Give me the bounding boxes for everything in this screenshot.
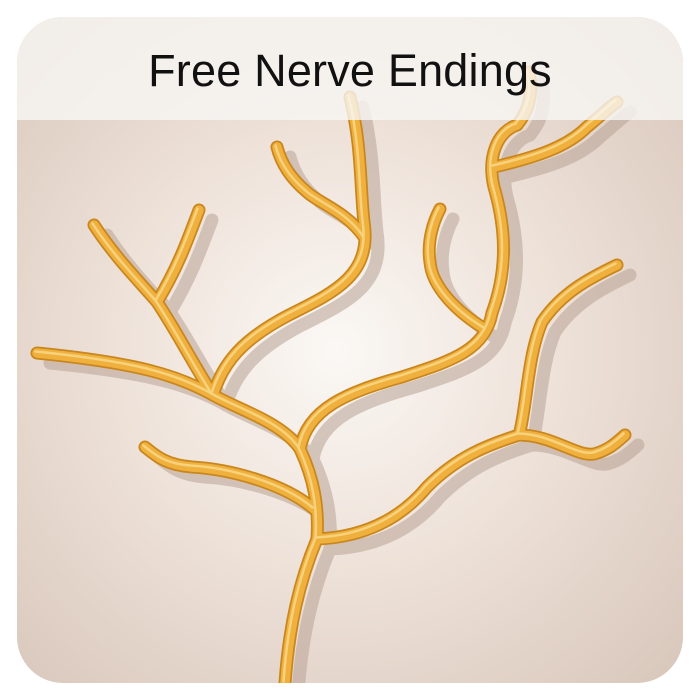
page-title: Free Nerve Endings — [148, 44, 552, 96]
title-band: Free Nerve Endings — [17, 17, 683, 120]
illustration-card: Free Nerve Endings — [17, 17, 683, 683]
nerve-shadow-layer — [50, 82, 638, 683]
